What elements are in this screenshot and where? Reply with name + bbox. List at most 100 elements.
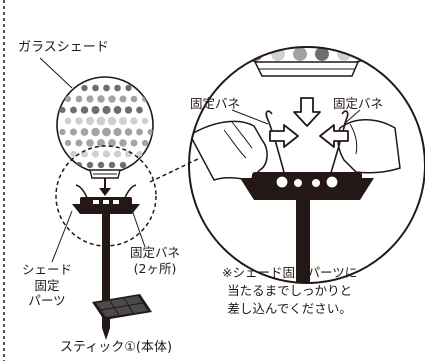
- glass-dot: [136, 150, 143, 158]
- glass-dot: [86, 95, 94, 103]
- glass-dot: [102, 150, 111, 158]
- spring-right-leader: [343, 109, 361, 125]
- shade-fixing-parts-line2: 固定: [34, 277, 60, 293]
- glass-dot: [70, 106, 77, 114]
- glass-dot: [314, 2, 330, 18]
- glass-dot: [248, 2, 263, 17]
- glass-dot: [64, 95, 72, 103]
- glass-dot: [97, 161, 105, 169]
- glass-dot: [141, 117, 149, 125]
- fixing-spring-count-label: 固定バネ (2ヶ所): [130, 245, 180, 276]
- glass-dot: [304, 25, 319, 40]
- zoom-detail: [184, 2, 425, 284]
- fixing-spring-right-wire: [329, 110, 349, 177]
- glass-dot: [141, 139, 149, 147]
- glass-dot: [227, 3, 242, 18]
- glass-dot: [108, 161, 116, 169]
- glass-dot: [238, 25, 252, 39]
- glass-dot: [96, 116, 106, 126]
- zoom-fixing-part: [240, 178, 374, 200]
- stick-body-label: スティック①(本体): [60, 340, 173, 355]
- solar-panel: [92, 294, 152, 320]
- glass-dot: [70, 150, 77, 158]
- glass-dot: [130, 117, 138, 125]
- glass-dot: [205, 3, 219, 17]
- glass-dot: [103, 84, 110, 92]
- shade-fixing-part: [72, 184, 140, 214]
- insertion-note-line3: 差し込んでください。: [227, 300, 352, 316]
- glass-dot: [59, 106, 66, 114]
- glass-dot: [64, 139, 72, 147]
- glass-dot: [125, 84, 132, 92]
- glass-dot: [147, 128, 153, 136]
- glass-dot: [124, 106, 133, 114]
- fixing-spring-count-line2: (2ヶ所): [133, 260, 177, 276]
- glass-dot: [130, 95, 138, 103]
- glass-dot: [270, 2, 286, 18]
- spring-left-leader: [231, 109, 269, 125]
- glass-dot: [75, 95, 83, 103]
- glass-dot: [124, 128, 133, 136]
- glass-dot: [282, 25, 297, 40]
- glass-dot: [102, 127, 111, 137]
- glass-dot: [292, 2, 308, 18]
- glass-dot: [86, 139, 94, 147]
- glass-dot: [59, 128, 66, 136]
- glass-dot: [64, 117, 72, 125]
- glass-dot: [381, 3, 395, 17]
- left-hand: [189, 120, 268, 181]
- glass-dot: [293, 47, 307, 61]
- insert-down-arrow: [99, 178, 111, 196]
- shade-fixing-leader: [51, 210, 73, 263]
- shade-fixing-parts-line1: シェード: [22, 262, 73, 277]
- zoom-circle-outline: [188, 46, 425, 284]
- glass-shade-leader: [39, 57, 73, 89]
- glass-dot: [315, 47, 329, 61]
- glass-dot: [91, 127, 100, 137]
- glass-dot: [184, 4, 197, 17]
- glass-dot: [136, 128, 143, 136]
- squeeze-arrow-left: [319, 124, 349, 148]
- fixing-spring-count-line1: 固定バネ: [130, 245, 181, 260]
- glass-dot: [359, 3, 374, 18]
- glass-dot: [75, 139, 83, 147]
- glass-dot: [392, 25, 405, 38]
- insertion-note-line2: 当たるまでしっかりと: [227, 282, 353, 298]
- insertion-note-line1: ※シェード固定パーツに: [222, 265, 358, 280]
- glass-dot: [113, 106, 122, 114]
- right-hand: [337, 119, 401, 174]
- spring-count-leader: [131, 209, 146, 248]
- glass-dot: [326, 25, 341, 40]
- glass-dot: [86, 161, 94, 169]
- glass-dot: [81, 84, 88, 92]
- glass-dot: [69, 128, 78, 136]
- glass-dot: [85, 116, 95, 126]
- glass-dot: [97, 95, 105, 103]
- glass-dot: [119, 139, 127, 147]
- glass-dot: [403, 3, 416, 16]
- glass-dot: [130, 139, 138, 147]
- glass-dot: [114, 84, 121, 92]
- glass-dot: [119, 161, 127, 169]
- glass-dot: [136, 106, 143, 114]
- glass-dot: [97, 139, 105, 147]
- fixing-spring-left-wire: [265, 110, 286, 177]
- glass-dot: [107, 116, 117, 126]
- glass-dot: [260, 25, 275, 40]
- stick-body: [102, 214, 110, 340]
- glass-dot: [108, 95, 116, 103]
- glass-dot: [216, 25, 229, 38]
- glass-dot: [91, 150, 100, 158]
- glass-dot: [119, 95, 127, 103]
- zoom-connector-dashed-line: [149, 157, 201, 183]
- glass-dot: [125, 150, 132, 158]
- glass-shade-label: ガラスシェード: [18, 40, 109, 55]
- glass-dot: [102, 105, 111, 115]
- squeeze-arrow-right: [269, 124, 299, 148]
- glass-dot: [336, 2, 351, 17]
- glass-dot: [91, 106, 100, 114]
- glass-dot: [370, 25, 384, 39]
- glass-dot: [75, 117, 83, 125]
- glass-dot: [80, 106, 89, 114]
